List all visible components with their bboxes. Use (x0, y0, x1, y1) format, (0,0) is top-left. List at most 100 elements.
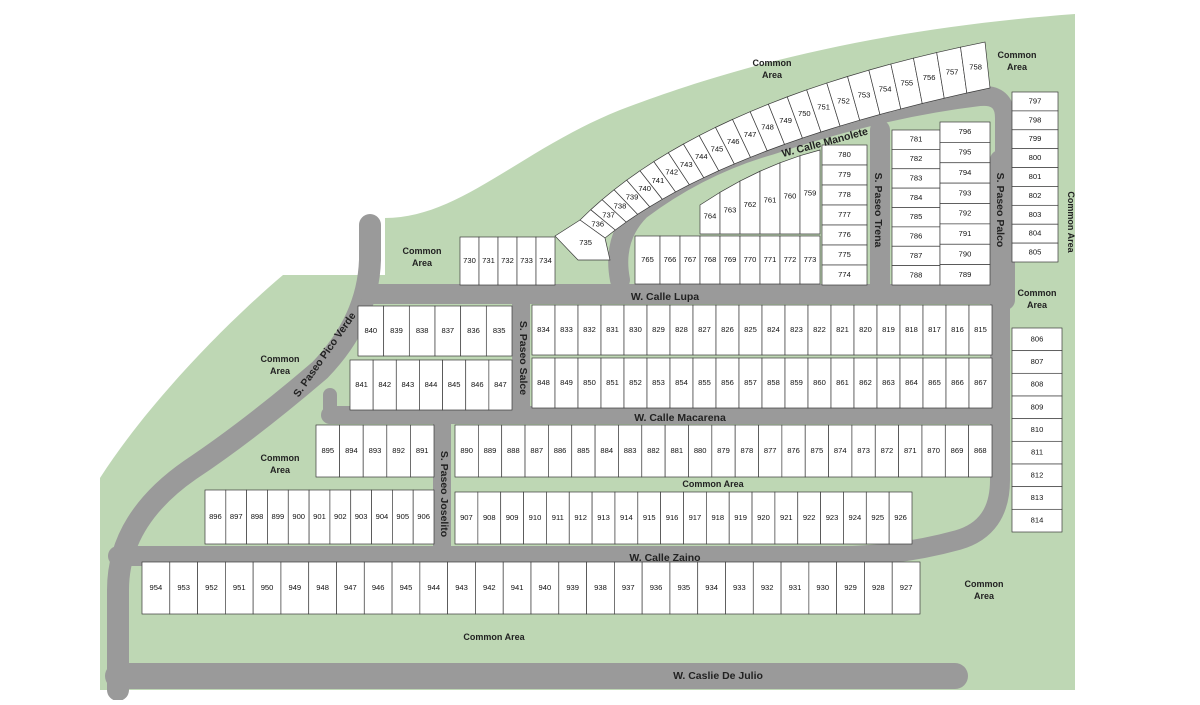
lot-810[interactable]: 810 (1011, 418, 1063, 442)
lot-802[interactable]: 802 (1011, 186, 1059, 206)
lot-950[interactable]: 950 (252, 561, 282, 615)
lot-901[interactable]: 901 (308, 489, 331, 545)
lot-921[interactable]: 921 (774, 491, 799, 545)
lot-945[interactable]: 945 (391, 561, 421, 615)
lot-760[interactable]: 760 (779, 155, 801, 235)
lot-916[interactable]: 916 (660, 491, 684, 545)
lot-893[interactable]: 893 (362, 424, 388, 478)
lot-780[interactable]: 780 (821, 144, 868, 166)
lot-933[interactable]: 933 (725, 561, 754, 615)
lot-925[interactable]: 925 (865, 491, 890, 545)
lot-931[interactable]: 931 (780, 561, 810, 615)
lot-920[interactable]: 920 (751, 491, 776, 545)
lot-841[interactable]: 841 (349, 359, 374, 411)
lot-937[interactable]: 937 (614, 561, 643, 615)
lot-881[interactable]: 881 (664, 424, 689, 478)
lot-866[interactable]: 866 (945, 357, 970, 409)
lot-860[interactable]: 860 (807, 357, 832, 409)
lot-799[interactable]: 799 (1011, 129, 1059, 150)
lot-777[interactable]: 777 (821, 204, 868, 226)
lot-940[interactable]: 940 (530, 561, 560, 615)
lot-892[interactable]: 892 (386, 424, 411, 478)
lot-830[interactable]: 830 (623, 304, 648, 356)
lot-776[interactable]: 776 (821, 224, 868, 246)
lot-759[interactable]: 759 (799, 149, 821, 235)
lot-806[interactable]: 806 (1011, 327, 1063, 352)
lot-927[interactable]: 927 (891, 561, 921, 615)
lot-801[interactable]: 801 (1011, 167, 1059, 187)
lot-831[interactable]: 831 (600, 304, 625, 356)
lot-948[interactable]: 948 (308, 561, 337, 615)
lot-942[interactable]: 942 (475, 561, 504, 615)
lot-837[interactable]: 837 (434, 305, 462, 357)
lot-733[interactable]: 733 (516, 236, 537, 286)
lot-825[interactable]: 825 (738, 304, 763, 356)
lot-912[interactable]: 912 (568, 491, 593, 545)
lot-872[interactable]: 872 (874, 424, 899, 478)
lot-761[interactable]: 761 (759, 162, 781, 235)
lot-899[interactable]: 899 (267, 489, 289, 545)
lot-939[interactable]: 939 (558, 561, 587, 615)
lot-811[interactable]: 811 (1011, 440, 1063, 465)
lot-792[interactable]: 792 (939, 203, 991, 225)
lot-874[interactable]: 874 (828, 424, 853, 478)
lot-862[interactable]: 862 (853, 357, 878, 409)
lot-855[interactable]: 855 (692, 357, 717, 409)
lot-775[interactable]: 775 (821, 244, 868, 266)
lot-853[interactable]: 853 (646, 357, 671, 409)
lot-876[interactable]: 876 (781, 424, 806, 478)
lot-824[interactable]: 824 (761, 304, 786, 356)
lot-941[interactable]: 941 (502, 561, 532, 615)
lot-932[interactable]: 932 (752, 561, 782, 615)
lot-913[interactable]: 913 (591, 491, 616, 545)
lot-778[interactable]: 778 (821, 184, 868, 206)
lot-735[interactable]: 735 (554, 219, 611, 261)
lot-800[interactable]: 800 (1011, 148, 1059, 168)
lot-952[interactable]: 952 (197, 561, 226, 615)
lot-926[interactable]: 926 (888, 491, 913, 545)
lot-767[interactable]: 767 (679, 235, 701, 285)
lot-782[interactable]: 782 (891, 149, 941, 170)
lot-842[interactable]: 842 (372, 359, 397, 411)
lot-797[interactable]: 797 (1011, 91, 1059, 112)
lot-902[interactable]: 902 (329, 489, 352, 545)
lot-947[interactable]: 947 (336, 561, 365, 615)
lot-896[interactable]: 896 (204, 489, 227, 545)
lot-897[interactable]: 897 (225, 489, 247, 545)
lot-852[interactable]: 852 (623, 357, 648, 409)
lot-848[interactable]: 848 (531, 357, 556, 409)
lot-898[interactable]: 898 (246, 489, 268, 545)
lot-885[interactable]: 885 (571, 424, 596, 478)
lot-847[interactable]: 847 (488, 359, 513, 411)
lot-923[interactable]: 923 (820, 491, 844, 545)
lot-883[interactable]: 883 (618, 424, 643, 478)
lot-839[interactable]: 839 (383, 305, 410, 357)
lot-783[interactable]: 783 (891, 168, 941, 189)
lot-922[interactable]: 922 (797, 491, 821, 545)
lot-827[interactable]: 827 (692, 304, 717, 356)
lot-844[interactable]: 844 (419, 359, 443, 411)
lot-879[interactable]: 879 (711, 424, 736, 478)
lot-834[interactable]: 834 (531, 304, 556, 356)
lot-878[interactable]: 878 (734, 424, 759, 478)
lot-905[interactable]: 905 (392, 489, 414, 545)
lot-929[interactable]: 929 (836, 561, 865, 615)
lot-928[interactable]: 928 (864, 561, 893, 615)
lot-908[interactable]: 908 (477, 491, 502, 545)
lot-900[interactable]: 900 (287, 489, 310, 545)
lot-930[interactable]: 930 (808, 561, 837, 615)
lot-865[interactable]: 865 (922, 357, 947, 409)
lot-807[interactable]: 807 (1011, 350, 1063, 374)
lot-809[interactable]: 809 (1011, 395, 1063, 420)
lot-863[interactable]: 863 (876, 357, 901, 409)
lot-794[interactable]: 794 (939, 162, 991, 184)
lot-954[interactable]: 954 (141, 561, 171, 615)
lot-861[interactable]: 861 (830, 357, 855, 409)
lot-903[interactable]: 903 (350, 489, 372, 545)
lot-818[interactable]: 818 (899, 304, 924, 356)
lot-846[interactable]: 846 (465, 359, 490, 411)
lot-914[interactable]: 914 (614, 491, 639, 545)
lot-851[interactable]: 851 (600, 357, 625, 409)
lot-935[interactable]: 935 (669, 561, 699, 615)
lot-887[interactable]: 887 (524, 424, 549, 478)
